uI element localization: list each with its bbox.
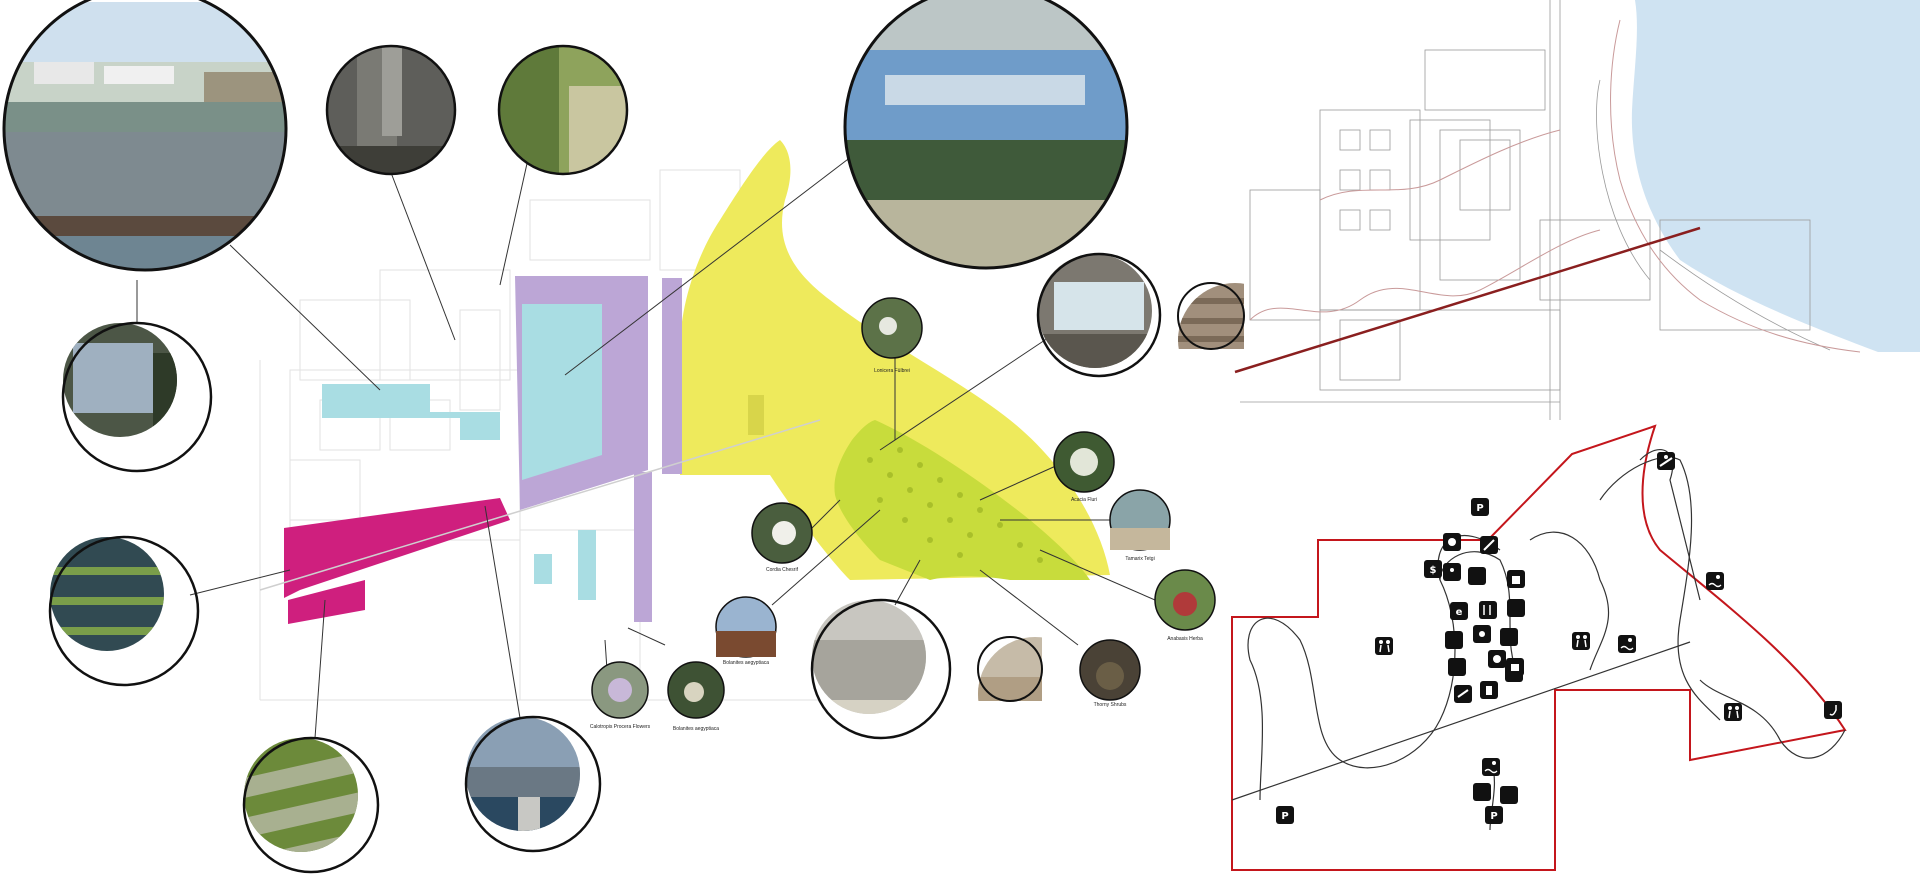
cluster-glyphs: [1448, 538, 1520, 698]
planting-zone: [834, 420, 1090, 580]
photo-resort-pools: [843, 0, 1129, 270]
photo-grasses: [497, 44, 629, 176]
icon-parking-bottom-left: P: [1276, 806, 1294, 824]
hikers-icon-3: [1724, 703, 1742, 721]
runner-icon: [1448, 658, 1466, 676]
plant-tamarix: [1109, 489, 1171, 551]
plant-anabasis: [1154, 569, 1216, 631]
label-tamarix: Tamarix Tetgi: [1125, 556, 1154, 562]
surf-board-icon: [1507, 599, 1525, 617]
diving-icon: [1468, 567, 1486, 585]
access-road: [1231, 641, 1691, 801]
tennis-icon-2: [1473, 783, 1491, 801]
icon-parking-bottom: P: [1485, 806, 1503, 824]
photo-cascade-waterfall: [2, 0, 288, 272]
residential-strip: [662, 278, 682, 474]
plant-bolanites-2: [667, 661, 725, 719]
svg-text:e: e: [1456, 607, 1463, 618]
cinema-icon: [1445, 631, 1463, 649]
surfer-icon: [1657, 452, 1675, 470]
hikers-icon-2: [1572, 632, 1590, 650]
photo-stone-wall: [325, 44, 457, 176]
sea-area: [1631, 0, 1920, 352]
label-anabasis: Anabasis Herba: [1167, 636, 1203, 642]
promenade-extension: [288, 580, 365, 624]
diagonal-path: [259, 419, 821, 591]
pool-1: [534, 554, 552, 584]
svg-text:P: P: [1281, 811, 1288, 822]
photo-desert-site: [977, 636, 1043, 702]
runner-icon-2: [1500, 786, 1518, 804]
water-zone-main: [522, 304, 602, 480]
site-buildings: [1240, 0, 1831, 420]
residential-strip-2: [634, 472, 652, 622]
label-thorny-shrubs: Thorny Shrubs: [1094, 702, 1127, 708]
pool-2: [578, 530, 596, 600]
photo-room-interior: [1036, 252, 1162, 378]
svg-text:P: P: [1476, 503, 1483, 514]
label-cordia: Cordia Chesrif: [766, 567, 799, 573]
planting-dots: [867, 447, 1043, 563]
swimmer-icon-3: [1482, 758, 1500, 776]
site-main-road: [1234, 226, 1701, 374]
swimmer-icon: [1618, 635, 1636, 653]
hikers-icon: [1375, 637, 1393, 655]
photo-grass-steps-pool: [48, 535, 200, 687]
cutlery-icon: [1479, 601, 1497, 619]
plant-bolanites: [715, 596, 777, 658]
plant-samples: Lonicera Fülbrei Acacia Fluri Tamarix Te…: [590, 297, 1216, 732]
label-lonicera: Lonicera Fülbrei: [874, 368, 910, 374]
swimmer-icon-2: [1706, 572, 1724, 590]
bench-icon: [1500, 628, 1518, 646]
label-bolanites: Bolanites aegyptiaca: [723, 660, 769, 666]
trail-network: [1247, 449, 1846, 831]
photo-grass-stripes: [242, 736, 380, 874]
plant-calotropis: [591, 661, 649, 719]
site-plan: [1234, 0, 1920, 420]
svg-text:P: P: [1490, 811, 1497, 822]
photo-stone-texture: [1177, 282, 1245, 350]
photo-gabion-wall: [810, 598, 952, 740]
photo-waterfall-steps: [61, 321, 213, 473]
photo-sea-pier: [464, 715, 602, 853]
icon-parking-top: P: [1471, 498, 1489, 516]
plant-thorny-shrubs: [1079, 639, 1141, 701]
amenity-map: P P P $ e: [1231, 424, 1847, 871]
svg-text:$: $: [1430, 565, 1437, 576]
plant-lonicera: [861, 297, 923, 359]
label-acacia: Acacia Fluri: [1071, 497, 1097, 503]
site-boundary: [1231, 424, 1847, 871]
snorkel-icon: [1824, 701, 1842, 719]
leader-lines: [136, 149, 1156, 739]
plant-acacia: [1053, 431, 1115, 493]
plant-cordia: [751, 502, 813, 564]
dune-structure: [748, 395, 764, 435]
label-calotropis: Calotropis Procera Flowers: [590, 724, 651, 730]
label-bolanites-2: Bolanites aegyptiaca: [673, 726, 719, 732]
water-zone-west: [322, 384, 500, 440]
icon-internet: e: [1450, 602, 1468, 620]
site-paths: [1249, 19, 1861, 353]
icon-currency: $: [1424, 560, 1442, 578]
